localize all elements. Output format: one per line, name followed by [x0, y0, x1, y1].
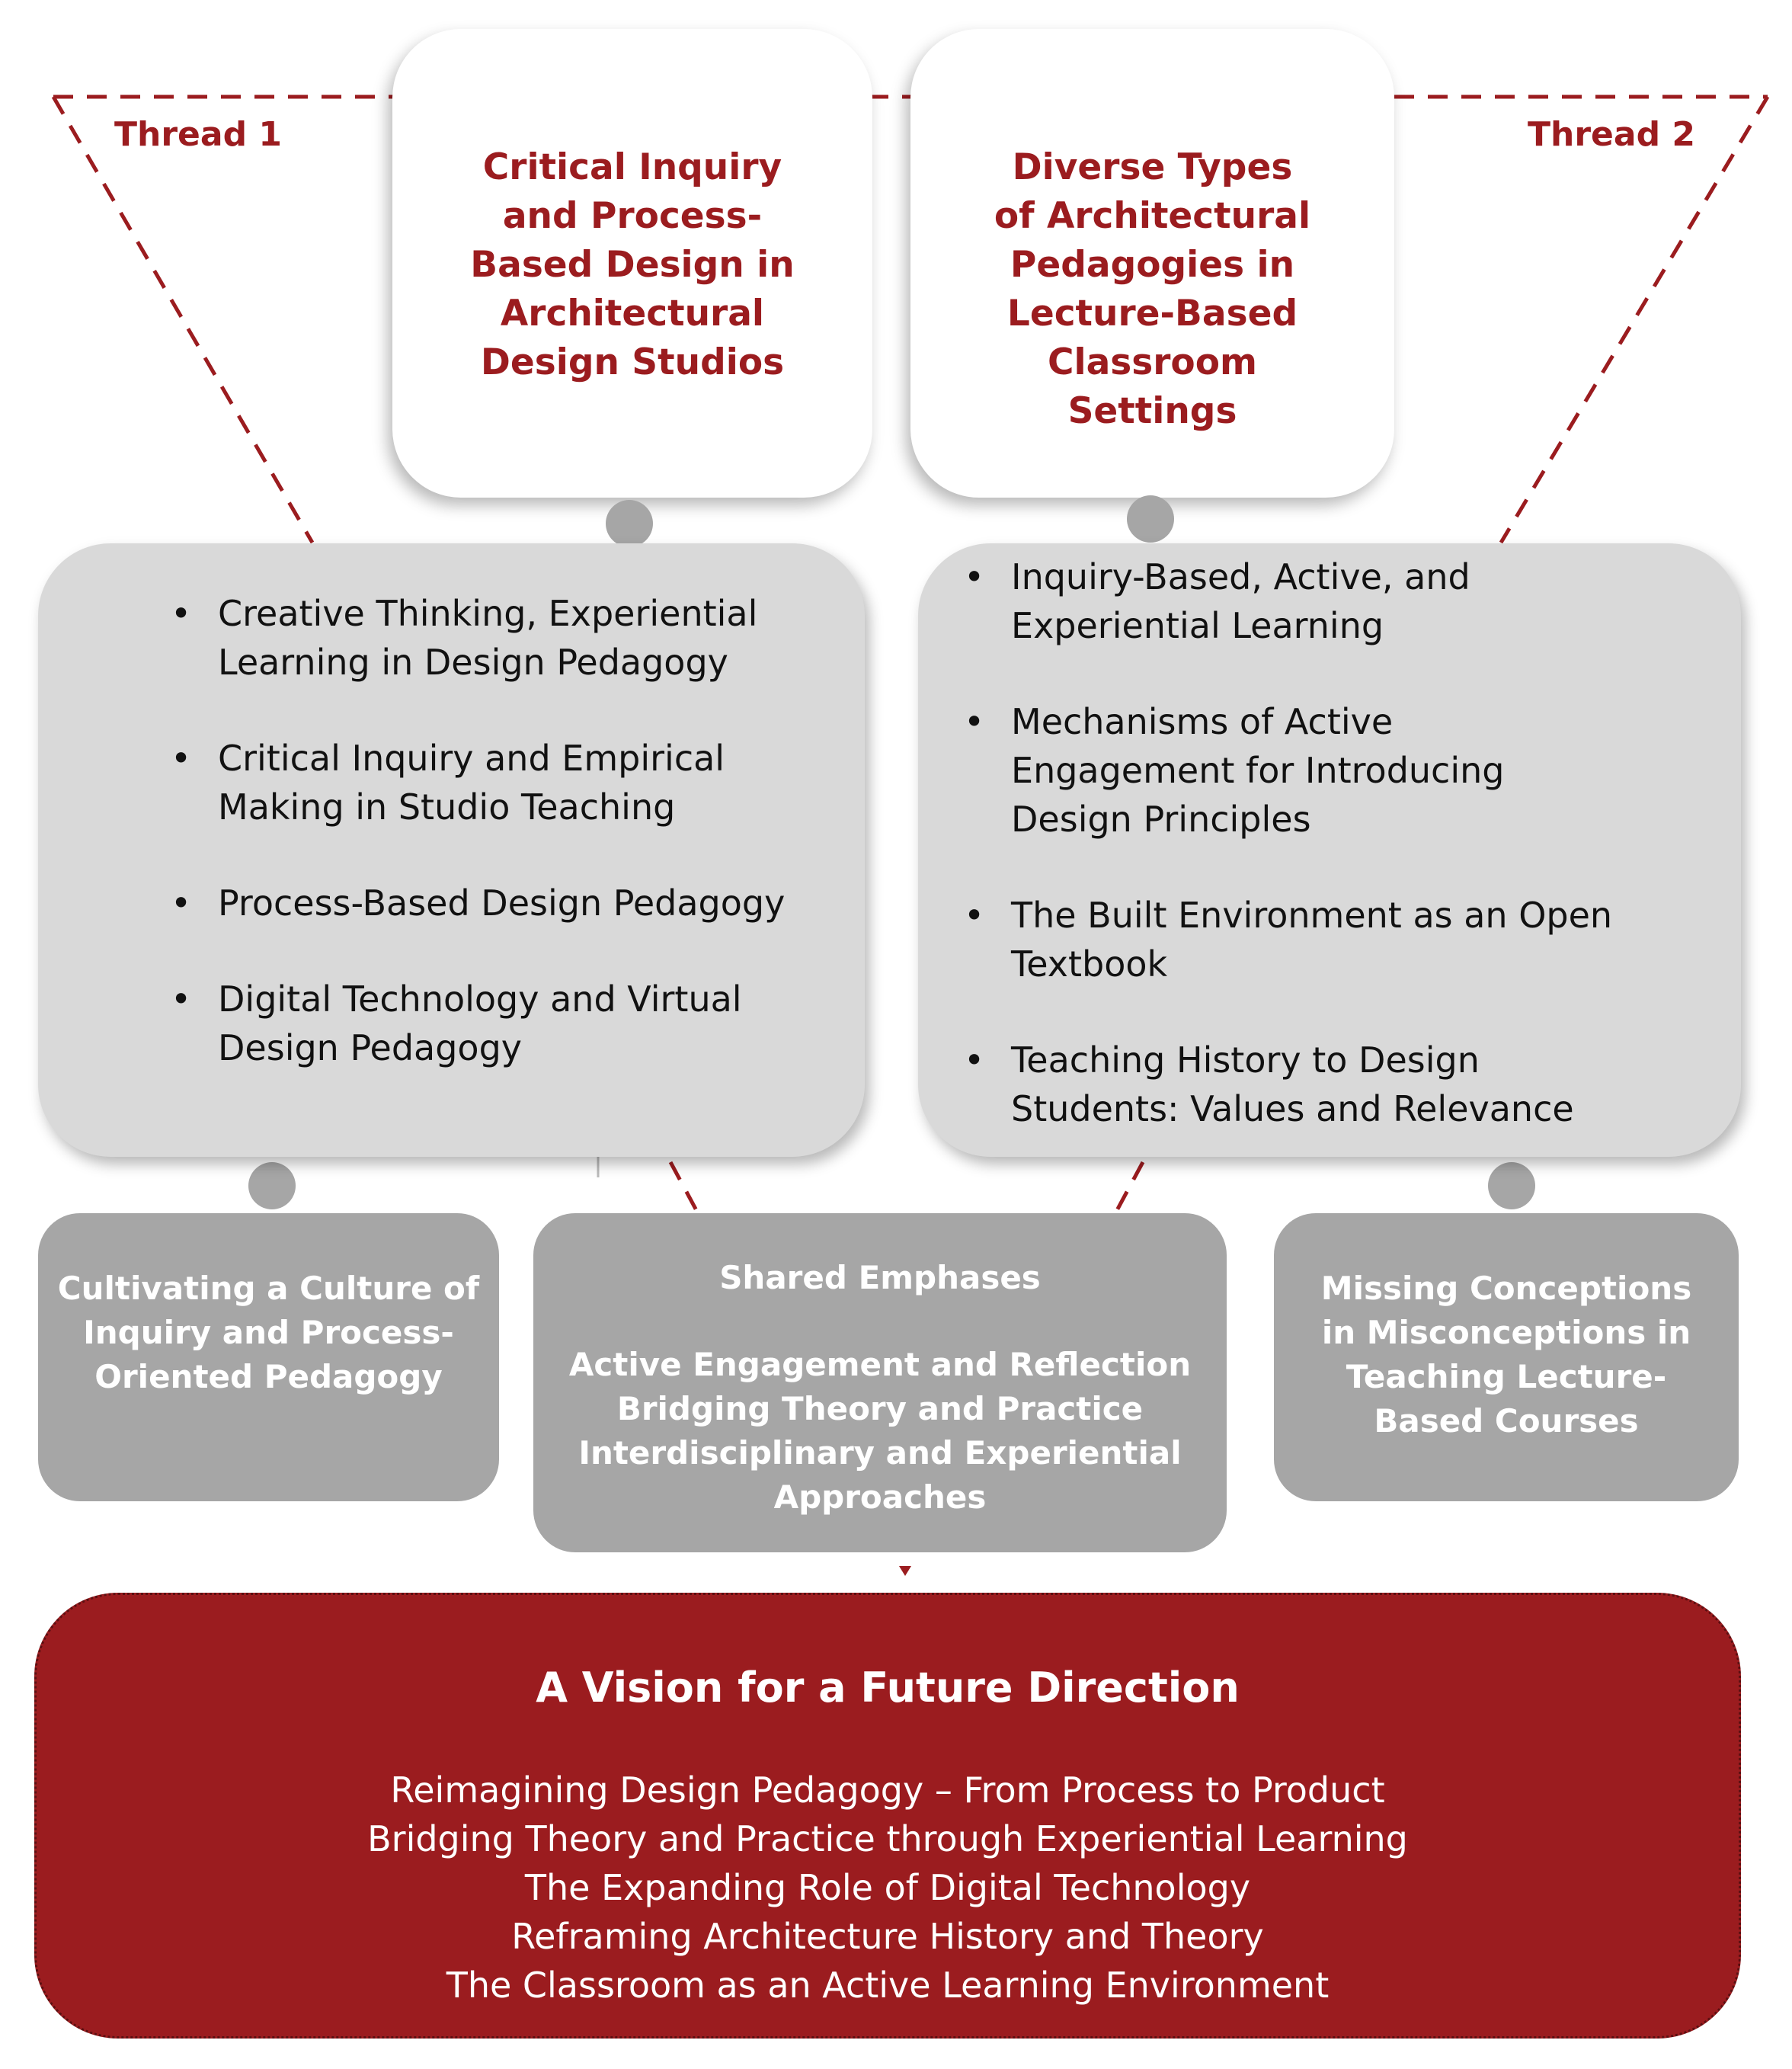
thread-2-outcome-text: Missing Conceptions in Misconceptions in…	[1320, 1270, 1692, 1440]
list-item: Mechanisms of Active Engagement for Intr…	[964, 697, 1735, 844]
list-item: Process-Based Design Pedagogy	[171, 879, 858, 927]
vision-box: A Vision for a Future Direction Reimagin…	[34, 1593, 1741, 2039]
center-right-diagonal-dash	[1114, 1161, 1145, 1213]
thread-2-outcome-box: Missing Conceptions in Misconceptions in…	[1274, 1213, 1739, 1501]
thread-2-list-box: Inquiry-Based, Active, and Experiential …	[918, 543, 1741, 1157]
list-item: Critical Inquiry and Empirical Making in…	[171, 734, 858, 831]
thread-1-label: Thread 1	[114, 115, 282, 154]
thread-1-list-box: Creative Thinking, Experiential Learning…	[38, 543, 865, 1157]
list-item: Digital Technology and Virtual Design Pe…	[171, 975, 858, 1072]
vision-item: The Classroom as an Active Learning Envi…	[446, 1965, 1330, 2006]
shared-emphases-box: Shared Emphases Active Engagement and Re…	[533, 1213, 1227, 1552]
connector-dot	[248, 1162, 296, 1209]
thread-2-label: Thread 2	[1528, 115, 1695, 154]
list-item: Inquiry-Based, Active, and Experiential …	[964, 552, 1735, 650]
vision-list: Reimagining Design Pedagogy – From Proce…	[367, 1766, 1408, 2010]
arrow-down-icon	[899, 1566, 911, 1576]
vision-item: Bridging Theory and Practice through Exp…	[367, 1818, 1408, 1859]
vision-title: A Vision for a Future Direction	[536, 1664, 1240, 1712]
shared-emphases-title: Shared Emphases	[719, 1259, 1041, 1296]
connector-dot	[1127, 495, 1174, 543]
center-left-diagonal-dash	[668, 1161, 699, 1213]
list-item: Teaching History to Design Students: Val…	[964, 1036, 1735, 1133]
shared-emphases-items: Active Engagement and Reflection Bridgin…	[568, 1346, 1192, 1516]
thread-2-topic-box: Diverse Types of Architectural Pedagogie…	[910, 29, 1394, 498]
thread2-diagonal-dash	[1499, 95, 1770, 544]
thread-2-topic-title: Diverse Types of Architectural Pedagogie…	[994, 146, 1311, 432]
thread-1-topic-title: Critical Inquiry and Process- Based Desi…	[470, 146, 795, 383]
thread1-diagonal-dash	[51, 95, 315, 544]
vision-item: The Expanding Role of Digital Technology	[524, 1867, 1251, 1908]
list-item: Creative Thinking, Experiential Learning…	[171, 589, 858, 687]
vision-item: Reimagining Design Pedagogy – From Proce…	[390, 1770, 1385, 1811]
connector-dot	[606, 500, 653, 547]
thread-1-outcome-box: Cultivating a Culture of Inquiry and Pro…	[38, 1213, 499, 1501]
thread-1-topic-box: Critical Inquiry and Process- Based Desi…	[392, 29, 872, 498]
list-item: The Built Environment as an Open Textboo…	[964, 891, 1735, 988]
thread-1-outcome-text: Cultivating a Culture of Inquiry and Pro…	[57, 1270, 480, 1395]
connector-dot	[1488, 1162, 1535, 1209]
vision-item: Reframing Architecture History and Theor…	[511, 1916, 1264, 1957]
